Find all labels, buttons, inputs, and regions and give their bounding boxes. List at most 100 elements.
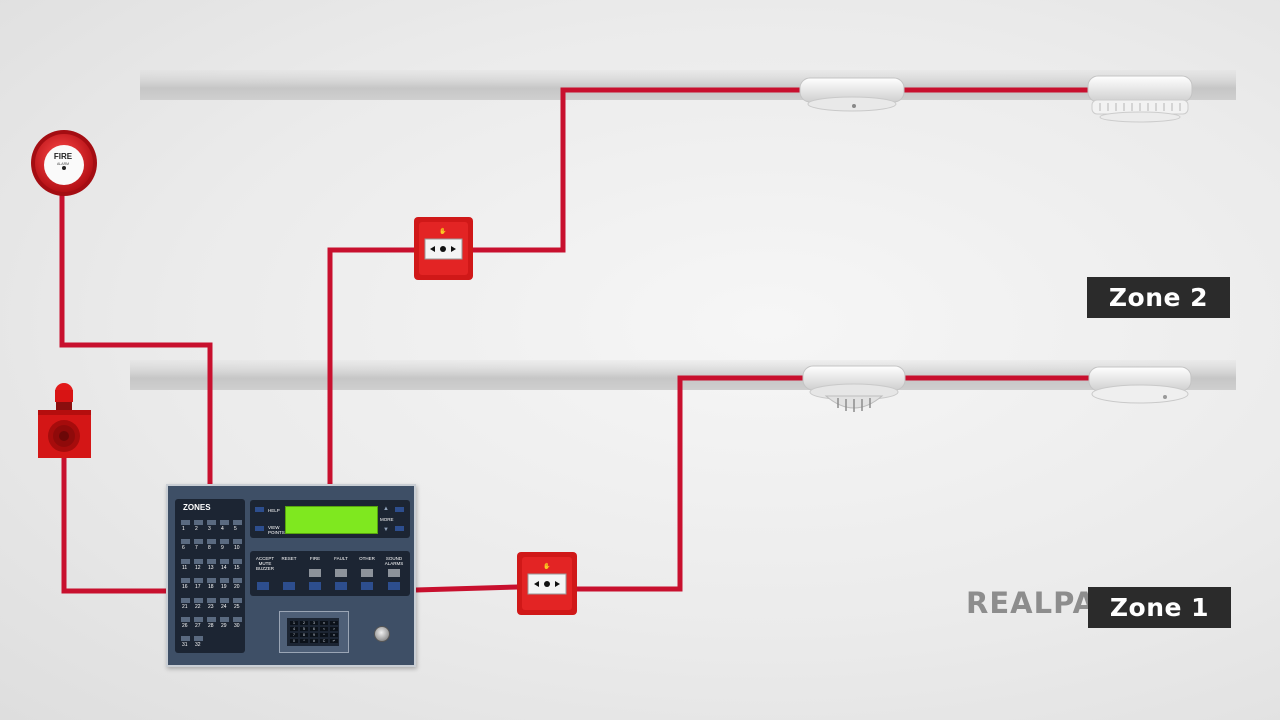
zone-led <box>181 616 190 622</box>
zone-led <box>194 558 203 564</box>
zone-led <box>207 616 216 622</box>
keypad-key[interactable]: ↵ <box>330 639 338 643</box>
zone-indicator: 21 <box>180 596 193 615</box>
zone-indicator: 23 <box>206 596 219 615</box>
manual-call-point-icon: ✋ <box>517 552 577 615</box>
zone-led <box>181 539 190 545</box>
zone-number: 30 <box>234 622 240 629</box>
zone-led <box>181 558 190 564</box>
zone-number: 3 <box>208 526 211 532</box>
view-points-button[interactable] <box>255 526 264 531</box>
zone-number: 9 <box>221 545 224 552</box>
fault-button[interactable] <box>335 582 347 590</box>
zone-number: 24 <box>221 603 227 610</box>
zone-number: 26 <box>182 622 188 629</box>
zone-led <box>181 578 190 584</box>
zone-indicator: 32 <box>193 634 206 653</box>
help-button[interactable] <box>255 507 264 512</box>
zone-indicator: 20 <box>232 576 245 595</box>
zone-number: 11 <box>182 564 188 571</box>
keypad-key[interactable]: v <box>330 633 338 637</box>
zones-title: ZONES <box>183 503 211 512</box>
more-up-button[interactable] <box>395 507 404 512</box>
zone-indicator: 31 <box>180 634 193 653</box>
zone-led <box>220 520 229 525</box>
keypad-key[interactable]: 1 <box>290 621 298 625</box>
zone-number: 25 <box>234 603 240 610</box>
keypad-key[interactable]: 3 <box>310 621 318 625</box>
zone-led <box>233 597 242 603</box>
zone-number: 20 <box>234 584 240 591</box>
zone-indicator: 5 <box>232 518 245 537</box>
zone-indicator: 17 <box>193 576 206 595</box>
keypad-key[interactable]: 9 <box>310 633 318 637</box>
keypad-key[interactable]: < <box>320 627 328 631</box>
zone-led <box>181 636 190 642</box>
keypad-key[interactable]: + <box>330 621 338 625</box>
zone-indicator: 2 <box>193 518 206 537</box>
key-switch-icon[interactable] <box>374 626 390 642</box>
zone-led <box>233 578 242 584</box>
zone-led <box>181 520 190 525</box>
zone-indicator: 1 <box>180 518 193 537</box>
display-section: HELP VIEW POINTS ▲ MORE ▼ <box>250 500 410 538</box>
fire-button[interactable] <box>309 582 321 590</box>
keypad-key[interactable]: C <box>320 639 328 643</box>
scroll-up-icon[interactable]: ▲ <box>383 506 389 512</box>
zone-number: 19 <box>221 584 227 591</box>
keypad-key[interactable]: 6 <box>310 627 318 631</box>
sound-alarms-button[interactable] <box>388 582 400 590</box>
fire-alarm-bell-icon: FIRE ALARM <box>31 130 97 196</box>
keypad-key[interactable]: 0 <box>290 639 298 643</box>
accept-label: ACCEPT MUTE BUZZER <box>255 556 275 571</box>
zone-indicator: 16 <box>180 576 193 595</box>
scroll-down-icon[interactable]: ▼ <box>383 527 389 533</box>
zone-number: 14 <box>221 564 227 571</box>
svg-text:✋: ✋ <box>439 227 446 235</box>
zone-led <box>207 578 216 584</box>
keypad-key[interactable]: # <box>310 639 318 643</box>
zone-number: 12 <box>195 564 201 571</box>
keypad-key[interactable]: ^ <box>320 633 328 637</box>
zone-indicator: 12 <box>193 557 206 576</box>
other-button[interactable] <box>361 582 373 590</box>
zone-2-label: Zone 2 <box>1087 277 1230 318</box>
keypad-key[interactable]: 7 <box>290 633 298 637</box>
keypad-key[interactable]: 4 <box>290 627 298 631</box>
sound-alarms-indicator <box>388 569 400 577</box>
more-down-button[interactable] <box>395 526 404 531</box>
more-label: MORE <box>380 517 394 522</box>
keypad-key[interactable]: 8 <box>300 633 308 637</box>
zone-led <box>220 558 229 564</box>
zone-led <box>233 539 242 545</box>
wire-zone2-ceiling <box>473 87 803 253</box>
zone-indicator: 18 <box>206 576 219 595</box>
reset-button[interactable] <box>283 582 295 590</box>
accept-button[interactable] <box>257 582 269 590</box>
help-label: HELP <box>268 508 280 513</box>
manual-call-point-icon: ✋ <box>414 217 473 280</box>
wire-zone1-ceiling <box>577 375 806 592</box>
other-indicator <box>361 569 373 577</box>
keypad-key[interactable]: 2 <box>300 621 308 625</box>
zone-indicator: 26 <box>180 615 193 634</box>
keypad-key[interactable]: x <box>320 621 328 625</box>
zone-indicator: 4 <box>219 518 232 537</box>
zone-number: 13 <box>208 564 214 571</box>
zone-led <box>233 558 242 564</box>
zone-indicator: 24 <box>219 596 232 615</box>
zone-number: 23 <box>208 603 214 610</box>
view-points-label: VIEW POINTS <box>268 525 285 535</box>
zone-number: 22 <box>195 603 201 610</box>
keypad-key[interactable]: * <box>300 639 308 643</box>
keypad-key[interactable]: > <box>330 627 338 631</box>
zone-1-label: Zone 1 <box>1088 587 1231 628</box>
zone-number: 6 <box>182 545 185 552</box>
keypad-key[interactable]: 5 <box>300 627 308 631</box>
zone-led <box>194 616 203 622</box>
zone-led <box>207 597 216 603</box>
zone-led <box>194 520 203 525</box>
